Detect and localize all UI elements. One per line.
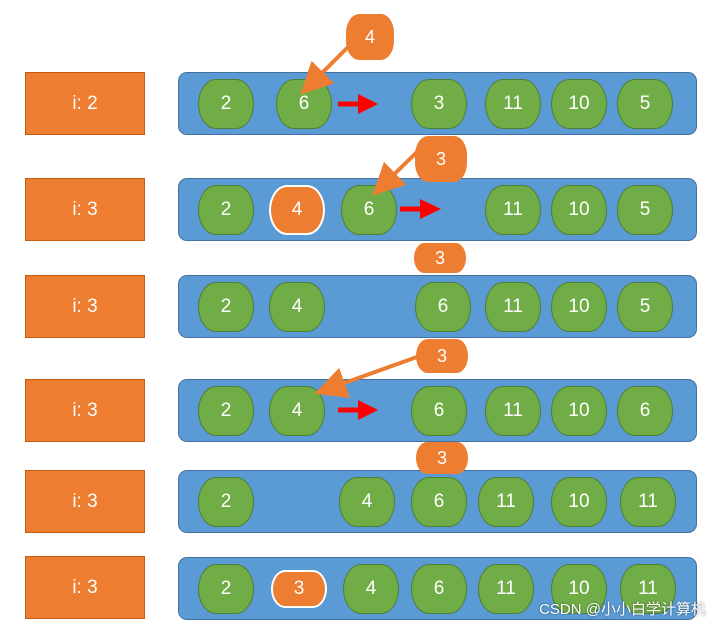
row-1-cell-7: 5 <box>617 79 673 129</box>
row-5-cell-3: 4 <box>339 477 395 527</box>
row-6-cell-1: 2 <box>198 564 254 614</box>
row-2-cell-6: 10 <box>551 185 607 235</box>
row-5-cell-1: 2 <box>198 477 254 527</box>
row-6-cell-3: 4 <box>343 564 399 614</box>
row-5-label: i: 3 <box>25 470 145 533</box>
row-2-cell-3: 6 <box>341 185 397 235</box>
row-2-cell-1: 2 <box>198 185 254 235</box>
row-1-cell-6: 10 <box>551 79 607 129</box>
key-tag-row-3: 3 <box>414 243 466 273</box>
row-4-cell-5: 11 <box>485 386 541 436</box>
row-3-array: 2 4 6 11 10 5 <box>178 275 697 338</box>
row-1-cell-2: 6 <box>276 79 332 129</box>
row-2-cell-5: 11 <box>485 185 541 235</box>
row-3-cell-2: 4 <box>269 282 325 332</box>
row-6-cell-4: 6 <box>411 564 467 614</box>
row-5-cell-4: 6 <box>411 477 467 527</box>
row-3-cell-5: 11 <box>485 282 541 332</box>
row-3-cell-7: 5 <box>617 282 673 332</box>
row-3-cell-4: 6 <box>415 282 471 332</box>
row-6-cell-2: 3 <box>271 570 327 608</box>
row-4-array: 2 4 6 11 10 6 <box>178 379 697 442</box>
row-6-cell-5: 11 <box>478 564 534 614</box>
row-5-cell-7: 11 <box>620 477 676 527</box>
row-3-cell-1: 2 <box>198 282 254 332</box>
row-2-array: 2 4 6 11 10 5 <box>178 178 697 241</box>
row-4-cell-4: 6 <box>411 386 467 436</box>
row-1-label: i: 2 <box>25 72 145 135</box>
row-2-cell-7: 5 <box>617 185 673 235</box>
row-4-cell-2: 4 <box>269 386 325 436</box>
key-tag-row-2: 3 <box>415 136 467 182</box>
row-1-cell-4: 3 <box>411 79 467 129</box>
row-3-label: i: 3 <box>25 275 145 338</box>
row-1-cell-1: 2 <box>198 79 254 129</box>
key-tag-row-1: 4 <box>346 14 394 60</box>
row-1-array: 2 6 3 11 10 5 <box>178 72 697 135</box>
row-4-cell-1: 2 <box>198 386 254 436</box>
row-5-array: 2 4 6 11 10 11 <box>178 470 697 533</box>
watermark: CSDN @小小白学计算机 <box>539 601 706 618</box>
row-4-label: i: 3 <box>25 379 145 442</box>
row-6-cell-7: 11 <box>620 564 676 614</box>
row-5-cell-5: 11 <box>478 477 534 527</box>
key-tag-row-5: 3 <box>416 442 468 474</box>
row-6-label: i: 3 <box>25 556 145 619</box>
row-1-cell-5: 11 <box>485 79 541 129</box>
row-6-array: 2 3 4 6 11 10 11 <box>178 557 697 620</box>
row-2-label: i: 3 <box>25 178 145 241</box>
row-4-cell-6: 10 <box>551 386 607 436</box>
row-2-cell-2: 4 <box>269 185 325 235</box>
row-5-cell-6: 10 <box>551 477 607 527</box>
row-3-cell-6: 10 <box>551 282 607 332</box>
row-6-cell-6: 10 <box>551 564 607 614</box>
key-tag-row-4: 3 <box>416 339 468 373</box>
row-4-cell-7: 6 <box>617 386 673 436</box>
